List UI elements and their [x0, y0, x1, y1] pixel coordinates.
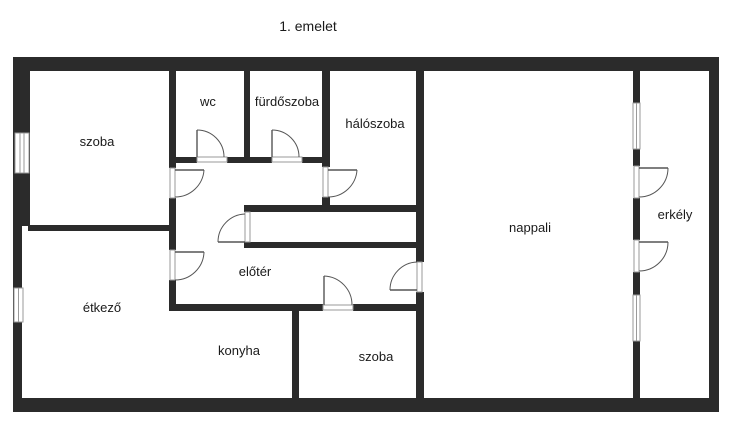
room-label-wc: wc [199, 94, 216, 109]
window-erkely-2 [632, 294, 641, 342]
door-erkely-1 [632, 165, 669, 199]
window-left-lower [13, 287, 24, 323]
room-label-eloter: előtér [239, 264, 272, 279]
room-label-erkely: erkély [658, 207, 693, 222]
door-szoba-1 [168, 167, 205, 199]
room-label-etkezo: étkező [83, 300, 121, 315]
door-furdoszoba [271, 129, 303, 164]
door-erkely-2 [632, 239, 669, 273]
room-label-konyha: konyha [218, 343, 261, 358]
door-inner-block [217, 211, 251, 243]
window-left-upper [14, 132, 30, 174]
door-wc [196, 129, 228, 164]
room-label-furdoszoba: fürdőszoba [255, 94, 320, 109]
room-label-szoba: szoba [80, 134, 115, 149]
room-labels: szoba wc fürdőszoba hálószoba nappali er… [80, 94, 693, 364]
door-etkezo [168, 249, 205, 281]
windows [13, 102, 641, 342]
doors [168, 129, 669, 312]
window-erkely-1 [632, 102, 641, 150]
room-label-haloszoba: hálószoba [345, 116, 405, 131]
interior-walls [28, 70, 640, 400]
door-nappali [389, 261, 425, 293]
door-haloszoba [321, 166, 358, 198]
room-label-szoba-2: szoba [359, 349, 394, 364]
floor-title: 1. emelet [279, 18, 337, 34]
door-szoba-2 [322, 275, 354, 312]
room-label-nappali: nappali [509, 220, 551, 235]
